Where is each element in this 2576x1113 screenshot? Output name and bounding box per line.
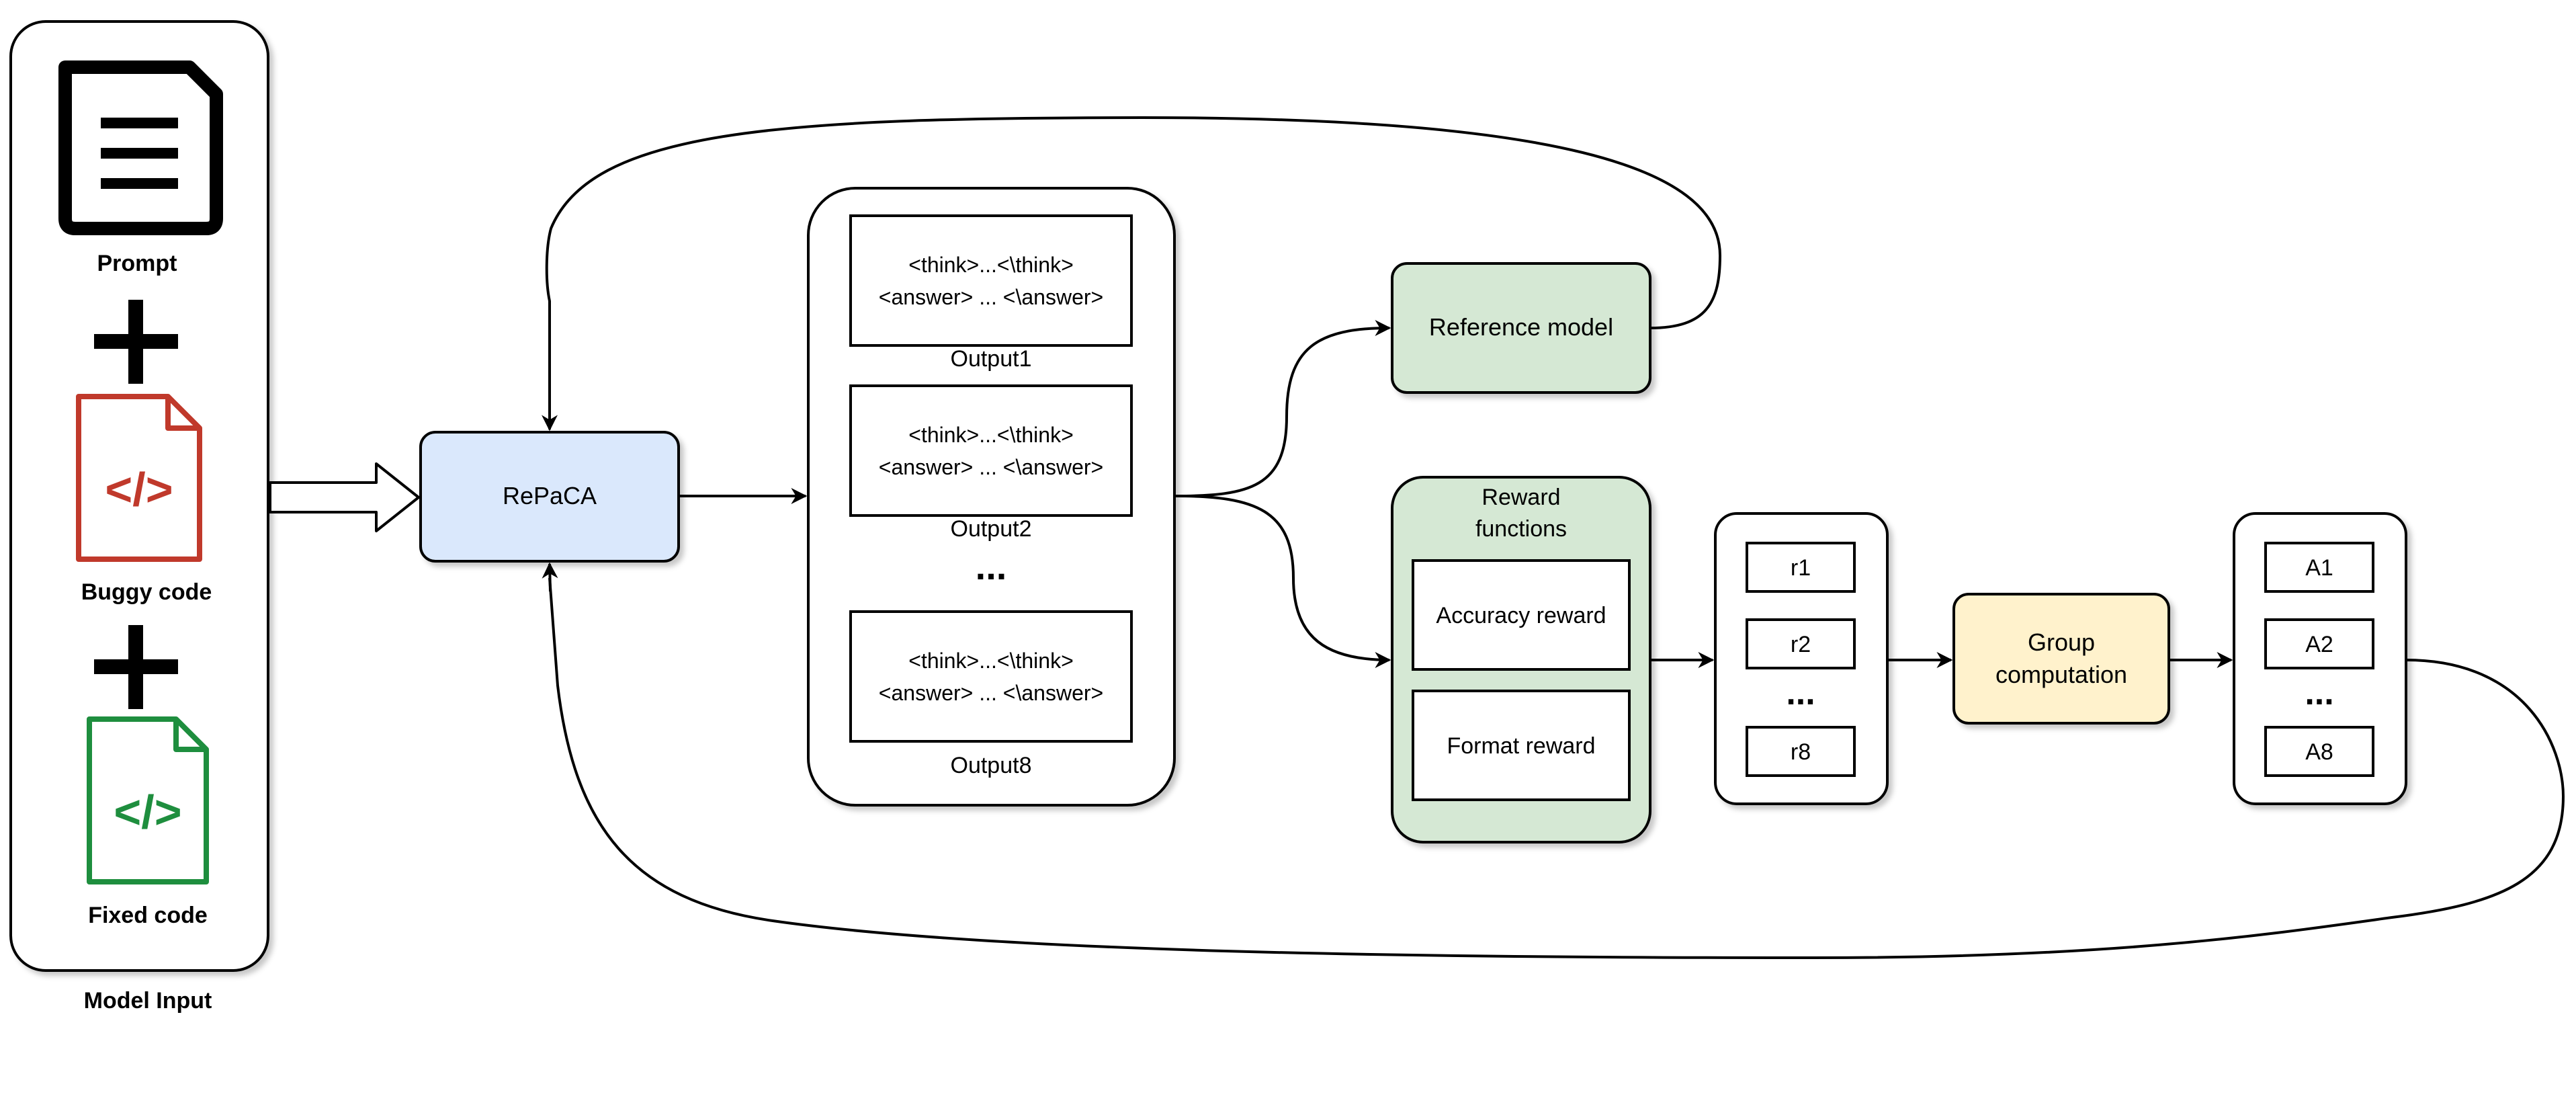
svg-text:<think>...<\think>: <think>...<\think> <box>908 649 1074 673</box>
outputs-container: <think>...<\think> <answer> ... <\answer… <box>807 187 1176 807</box>
svg-text:</>: </> <box>105 463 173 516</box>
plus-icon <box>94 625 178 709</box>
reward-item-label: r2 <box>1791 632 1811 657</box>
document-icon <box>58 60 223 235</box>
output-caption: Output2 <box>951 516 1032 542</box>
output-block: <think>...<\think> <answer> ... <\answer… <box>849 384 1133 517</box>
reward-item-label: r1 <box>1791 555 1811 581</box>
advantage-item-box <box>2264 542 2374 593</box>
model-input-caption: Model Input <box>84 988 212 1014</box>
repaca-node: RePaCA <box>419 431 680 563</box>
advantage-item-box <box>2264 726 2374 777</box>
output-block: <think>...<\think> <answer> ... <\answer… <box>849 610 1133 743</box>
code-file-icon: </> <box>76 394 202 562</box>
outputs-ellipsis: ... <box>976 545 1007 587</box>
reference-model-node: Reference model <box>1391 262 1651 394</box>
output-caption: Output1 <box>951 346 1032 372</box>
prompt-label: Prompt <box>97 251 177 276</box>
accuracy-reward-box <box>1412 559 1631 671</box>
code-file-icon: </> <box>87 716 209 884</box>
svg-text:<answer> ... <\answer>: <answer> ... <\answer> <box>879 285 1103 309</box>
svg-text:<think>...<\think>: <think>...<\think> <box>908 253 1074 277</box>
buggy-code-label: Buggy code <box>81 579 212 605</box>
model-input-panel: Prompt </> Buggy code </> Fixed code <box>9 20 269 972</box>
advantage-item-label: A8 <box>2305 739 2333 765</box>
output-block: <think>...<\think> <answer> ... <\answer… <box>849 214 1133 347</box>
fixed-code-label: Fixed code <box>88 903 208 928</box>
svg-text:<answer> ... <\answer>: <answer> ... <\answer> <box>879 455 1103 479</box>
advantages-node: A1 A2 ... A8 <box>2233 512 2407 805</box>
advantage-item-label: A2 <box>2305 632 2333 657</box>
advantages-ellipsis: ... <box>2305 673 2333 712</box>
outputs-to-reference-arrow <box>1175 320 1391 497</box>
reward-item-box <box>1746 618 1856 669</box>
svg-text:<think>...<\think>: <think>...<\think> <box>908 423 1074 447</box>
advantage-feedback-line <box>548 577 2565 960</box>
advantage-item-box <box>2264 618 2374 669</box>
reward-functions-title: Reward <box>1482 485 1560 510</box>
reference-model-label: Reference model <box>1429 313 1613 341</box>
advantage-item-label: A1 <box>2305 555 2333 581</box>
format-reward-box <box>1412 690 1631 801</box>
format-reward-label: Format reward <box>1447 733 1595 759</box>
svg-text:</>: </> <box>114 786 181 838</box>
group-computation-label: computation <box>1995 661 2127 688</box>
output-caption: Output8 <box>951 753 1032 778</box>
group-computation-label: Group <box>2028 628 2095 656</box>
reward-item-box <box>1746 726 1856 777</box>
rewards-ellipsis: ... <box>1786 673 1815 712</box>
reward-item-label: r8 <box>1791 739 1811 765</box>
reference-feedback-line <box>545 116 1722 422</box>
connectors <box>542 116 2565 960</box>
reward-functions-node: Reward functions Accuracy reward Format … <box>1391 476 1651 843</box>
group-computation-node: Group computation <box>1952 593 2170 725</box>
repaca-label: RePaCA <box>503 482 597 509</box>
reward-functions-title: functions <box>1475 516 1567 542</box>
plus-icon <box>94 300 178 384</box>
accuracy-reward-label: Accuracy reward <box>1436 603 1606 628</box>
reward-item-box <box>1746 542 1856 593</box>
outputs-to-reward-arrow <box>1175 495 1391 668</box>
input-arrow <box>269 462 420 532</box>
svg-text:<answer> ... <\answer>: <answer> ... <\answer> <box>879 681 1103 705</box>
rewards-node: r1 r2 ... r8 <box>1714 512 1889 805</box>
